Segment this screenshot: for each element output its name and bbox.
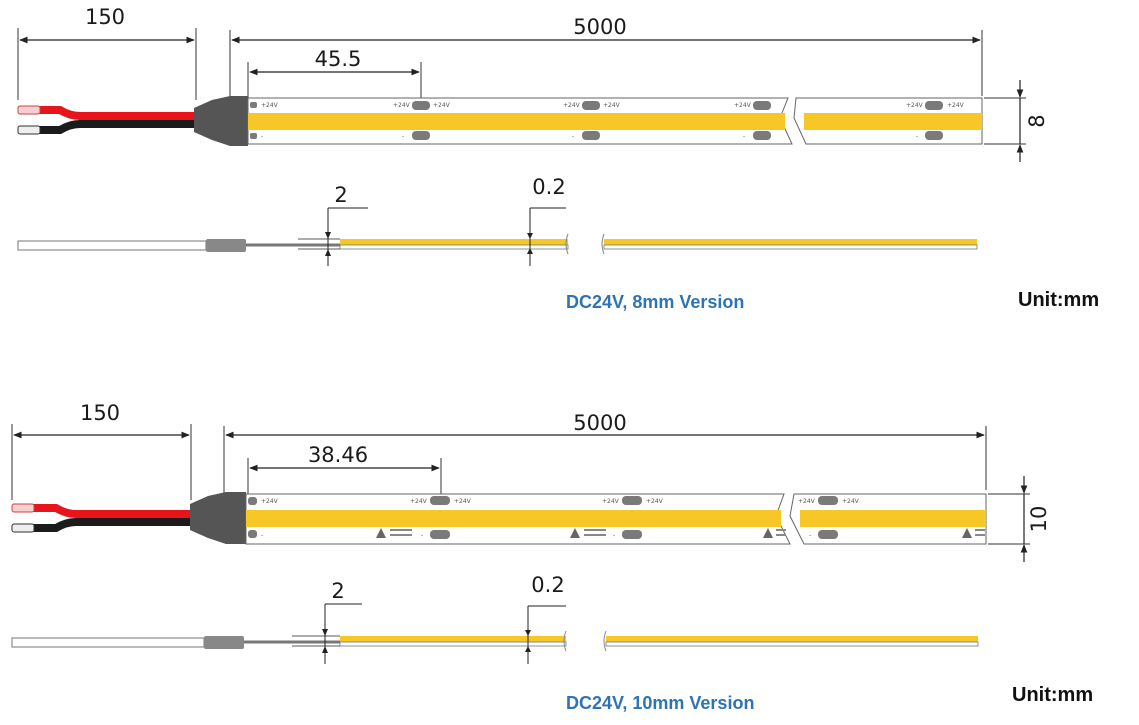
- svg-text:+24V: +24V: [603, 102, 621, 109]
- strip-width-label: 10: [1027, 506, 1051, 533]
- version-10mm-side-view: 2 0.2: [11, 573, 979, 664]
- thickness-label: 2: [334, 183, 347, 207]
- segment-length-label: 45.5: [315, 47, 362, 71]
- svg-text:-: -: [916, 133, 918, 140]
- svg-text:+24V: +24V: [734, 102, 752, 109]
- wire-connector: [190, 492, 246, 544]
- svg-text:-: -: [613, 532, 615, 539]
- svg-text:+24V: +24V: [433, 102, 451, 109]
- pad-markings: +24V +24V +24V +24V +24V +24V +24V - - -…: [261, 498, 860, 539]
- wire-connector: [194, 96, 248, 146]
- strip-width-label: 8: [1025, 114, 1049, 127]
- led-cob-band-2: [804, 113, 982, 130]
- black-wire: [34, 120, 196, 134]
- strip-length-label: 5000: [573, 411, 626, 435]
- svg-text:+24V: +24V: [602, 498, 620, 505]
- red-wire: [30, 504, 192, 518]
- svg-text:-: -: [743, 133, 745, 140]
- black-wire: [30, 518, 192, 532]
- svg-text:+24V: +24V: [563, 102, 581, 109]
- svg-text:+24V: +24V: [842, 498, 860, 505]
- svg-text:+24V: +24V: [947, 102, 965, 109]
- gap-label: 0.2: [532, 175, 565, 199]
- version-8mm-side-view: 2 0.2: [17, 175, 978, 266]
- wire-length-label: 150: [80, 401, 120, 425]
- svg-text:+24V: +24V: [798, 498, 816, 505]
- svg-text:+24V: +24V: [261, 498, 279, 505]
- unit-label-10mm: Unit:mm: [1012, 684, 1094, 706]
- solder-pads: [248, 496, 838, 539]
- side-strip-yellow-2: [604, 239, 977, 245]
- red-wire: [34, 106, 196, 120]
- svg-text:+24V: +24V: [646, 498, 664, 505]
- caption-10mm-version: DC24V, 10mm Version: [566, 693, 755, 713]
- unit-label-8mm: Unit:mm: [1018, 289, 1100, 311]
- led-cob-band-1: [246, 510, 781, 527]
- svg-text:+24V: +24V: [410, 498, 428, 505]
- segment-length-label: 38.46: [308, 443, 368, 467]
- version-10mm-top-view: 150 5000 38.46: [11, 401, 1051, 562]
- svg-text:+24V: +24V: [906, 102, 924, 109]
- side-strip-yellow-1: [340, 239, 568, 245]
- svg-text:-: -: [402, 133, 404, 140]
- gap-label: 0.2: [531, 573, 564, 597]
- caption-8mm-version: DC24V, 8mm Version: [566, 292, 745, 312]
- wire-length-label: 150: [85, 5, 125, 29]
- svg-text:-: -: [261, 133, 263, 140]
- svg-text:+24V: +24V: [454, 498, 472, 505]
- svg-text:+24V: +24V: [393, 102, 411, 109]
- strip-length-label: 5000: [573, 15, 626, 39]
- thickness-label: 2: [331, 579, 344, 603]
- pad-markings: +24V +24V +24V +24V +24V +24V +24V +24V …: [261, 102, 965, 140]
- svg-text:+24V: +24V: [261, 102, 279, 109]
- side-connector: [204, 636, 244, 649]
- led-cob-band-1: [248, 113, 785, 130]
- svg-text:-: -: [261, 532, 263, 539]
- side-strip-yellow-1: [340, 636, 566, 642]
- side-connector: [206, 239, 246, 252]
- version-8mm-top-view: 150 5000 45.5: [17, 5, 1049, 162]
- svg-text:-: -: [572, 133, 574, 140]
- svg-text:-: -: [809, 532, 811, 539]
- svg-text:-: -: [421, 532, 423, 539]
- side-markers: [376, 528, 985, 538]
- side-strip-yellow-2: [606, 636, 978, 642]
- solder-pads: [250, 101, 943, 140]
- led-cob-band-2: [800, 510, 986, 527]
